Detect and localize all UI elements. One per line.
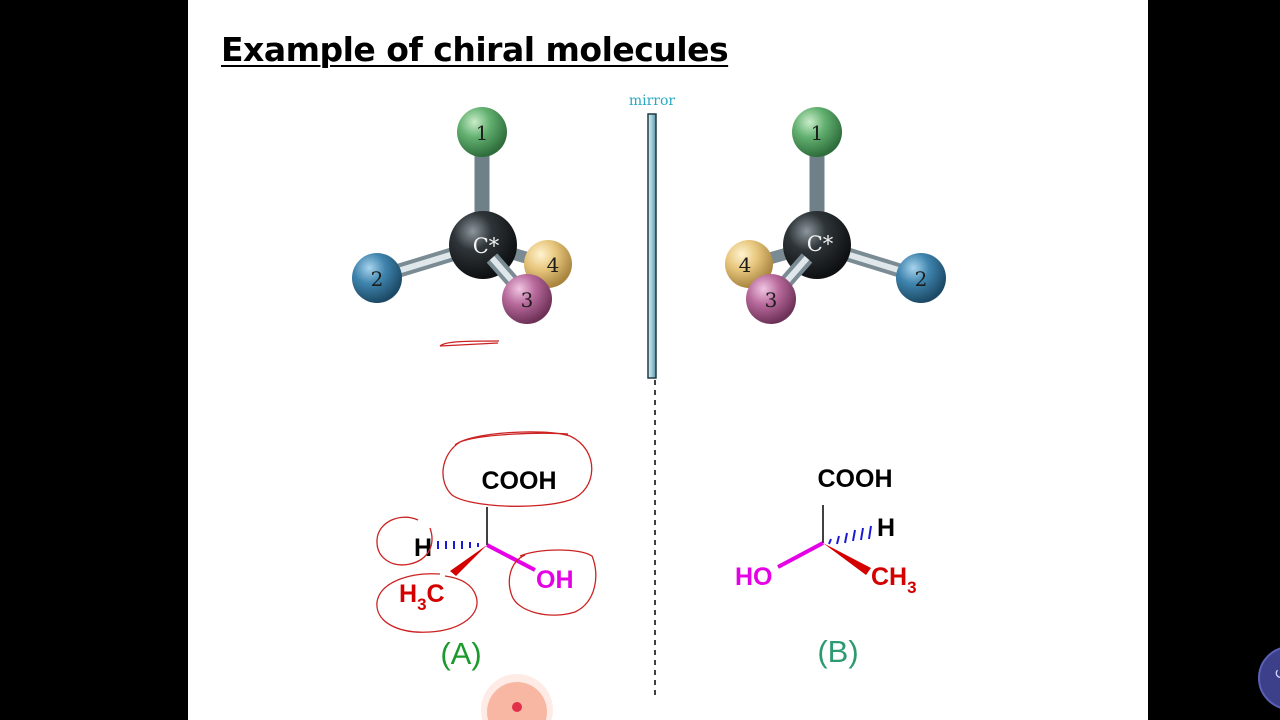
wedge-bond — [450, 545, 487, 576]
atom-3-label: 3 — [765, 288, 778, 312]
hashed-bond — [828, 525, 872, 545]
left-model: 1 2 3 4 C* — [352, 107, 572, 324]
mirror-label: mirror — [629, 93, 676, 109]
slide: Example of chiral molecules — [188, 0, 1148, 720]
center-atom-label: C* — [807, 232, 834, 256]
structure-b: COOH H HO CH3 (B) — [735, 465, 917, 669]
atom-4-label: 4 — [547, 253, 560, 277]
annotation-circle-cooh — [442, 431, 593, 507]
annotation-circle-h — [376, 516, 433, 566]
atom-2 — [352, 253, 402, 303]
annotation-circle-oh — [508, 549, 597, 616]
caption-b: (B) — [817, 634, 858, 669]
annotation-circle-ch3 — [376, 573, 478, 633]
atom-1-label: 1 — [476, 121, 489, 145]
oh-bond — [486, 543, 536, 572]
cooh-label: COOH — [482, 467, 557, 495]
atom-3-label: 3 — [521, 288, 534, 312]
cooh-label: COOH — [818, 465, 893, 493]
ho-label: HO — [735, 563, 773, 591]
oh-label: OH — [536, 566, 574, 594]
hashed-bond — [437, 541, 479, 549]
annotation-underline — [439, 340, 500, 347]
atom-1 — [792, 107, 842, 157]
annotations — [376, 340, 597, 633]
atom-1 — [457, 107, 507, 157]
atom-4 — [725, 240, 773, 288]
mirror-plane — [647, 113, 657, 379]
atom-3 — [746, 274, 796, 324]
right-model: 1 2 3 4 C* — [725, 107, 946, 324]
methyl-label: H3C — [399, 580, 445, 614]
atom-2 — [896, 253, 946, 303]
structure-a: COOH H OH H3C (A) — [399, 467, 574, 671]
arrow-icon: ↺ — [1274, 664, 1280, 684]
atom-2-label: 2 — [915, 267, 928, 291]
atom-2-label: 2 — [371, 267, 384, 291]
methyl-label: CH3 — [871, 563, 917, 597]
pointer — [481, 674, 553, 720]
pointer-dot — [512, 702, 522, 712]
atom-1-label: 1 — [811, 121, 824, 145]
slide-title: Example of chiral molecules — [221, 30, 729, 69]
pointer-body — [487, 682, 547, 720]
ho-bond — [777, 541, 824, 569]
hydrogen-label: H — [414, 534, 432, 562]
wedge-bond — [823, 543, 871, 575]
center-atom-label: C* — [473, 234, 500, 258]
caption-a: (A) — [440, 636, 481, 671]
mirror: mirror — [629, 93, 676, 695]
hydrogen-label: H — [877, 514, 895, 542]
atom-3 — [502, 274, 552, 324]
atom-4-label: 4 — [739, 253, 752, 277]
